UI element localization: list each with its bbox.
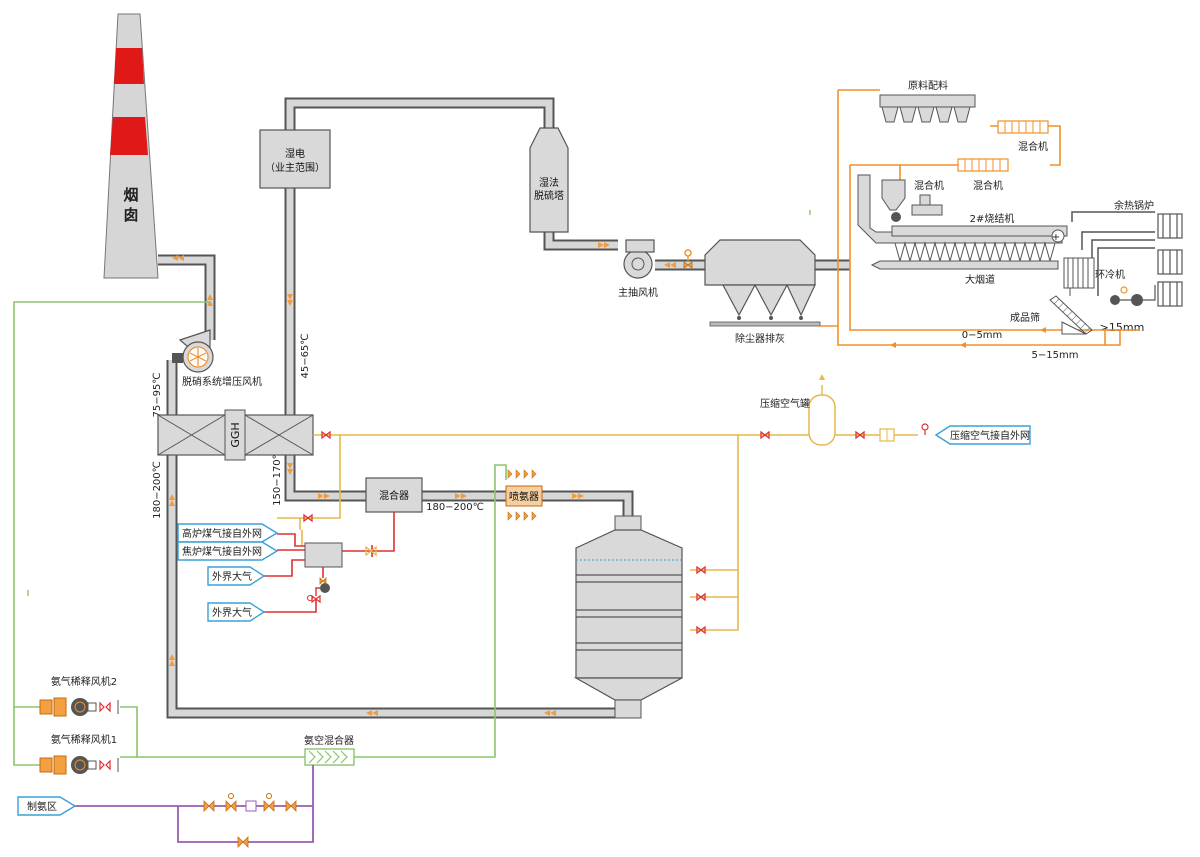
temp-150-170-label: 150−170℃ — [272, 448, 283, 506]
size-0-5-label: 0−5mm — [962, 330, 1003, 341]
ammonia-zone-label: 制氨区 — [27, 800, 57, 813]
wet-esp-scope-label: （业主范围） — [265, 161, 325, 174]
ammonia-injector: 喷氨器 — [505, 469, 543, 521]
compressed-air-valves — [303, 430, 865, 635]
main-fan-label: 主抽风机 — [618, 286, 658, 299]
mixer-label-3: 混合机 — [914, 179, 944, 192]
booster-fan: 脱硝系统增压风机 — [172, 329, 262, 388]
bf-gas-label: 高炉煤气接自外网 — [182, 527, 262, 540]
gas-burner-lines — [264, 512, 395, 613]
ammonia-supply-lines — [75, 765, 314, 848]
dilution-fan-1-label: 氨气稀释风机1 — [51, 733, 117, 746]
compressed-air-inlet-arrow: 压缩空气接自外网 — [934, 425, 1031, 445]
steam-valve-icon — [683, 249, 693, 269]
desulf-label-2: 脱硫塔 — [534, 189, 564, 202]
wet-esp-label: 湿电 — [285, 147, 305, 160]
electrostatic-dust-collector: 除尘器排灰 — [704, 239, 821, 345]
temp-75-95-label: 75−95℃ — [152, 372, 163, 417]
coke-gas-label: 焦炉煤气接自外网 — [182, 545, 262, 558]
waste-heat-boiler-label: 余热锅炉 — [1114, 199, 1154, 212]
dilution-fan-1: 氨气稀释风机1 — [39, 733, 119, 775]
compressed-air-lines — [277, 434, 918, 631]
duct-flow-arrows — [169, 242, 676, 716]
dust-discharge-label: 除尘器排灰 — [735, 332, 785, 345]
outside-air-1-label: 外界大气 — [212, 570, 252, 583]
mixer-label-2: 混合机 — [973, 179, 1003, 192]
ring-cooler-label: 环冷机 — [1095, 268, 1125, 281]
mixer-label-1: 混合机 — [1018, 140, 1048, 153]
ggh-heat-exchanger: GGH — [157, 409, 314, 461]
chimney: 烟囱 — [103, 13, 159, 279]
desulfurization-tower: 湿法 脱硫塔 — [529, 127, 569, 233]
temp-45-65-label: 45−65℃ — [300, 333, 311, 378]
size-gt15-label: >15mm — [1100, 321, 1145, 334]
sintering-area: 原料配料 混合机 混合机 混合机 + 2#烧结机 大烟道 — [809, 79, 1183, 361]
raw-batching-label: 原料配料 — [908, 79, 948, 92]
ammonia-dilution-lines — [13, 301, 507, 766]
main-fan: 主抽风机 — [618, 239, 658, 299]
wet-esp: 湿电 （业主范围） — [259, 129, 331, 189]
dilution-fan-2-label: 氨气稀释风机2 — [51, 675, 117, 688]
ggh-label: GGH — [229, 422, 242, 447]
compressed-air-tank-label: 压缩空气罐 — [760, 397, 810, 410]
compressed-air-tank: 压缩空气罐 — [760, 374, 836, 446]
temp-180-200-label: 180−200℃ — [426, 502, 484, 513]
product-screen-label: 成品筛 — [1010, 311, 1040, 324]
gas-mixer: 混合器 — [365, 477, 423, 513]
gas-mixer-label: 混合器 — [379, 489, 409, 502]
ammonia-injector-label: 喷氨器 — [509, 490, 539, 503]
booster-fan-label: 脱硝系统增压风机 — [182, 375, 262, 388]
chimney-label-1: 烟囱 — [123, 186, 138, 224]
desulf-label-1: 湿法 — [539, 176, 559, 189]
air-filter-icon — [879, 423, 929, 442]
outside-air-2-label: 外界大气 — [212, 606, 252, 619]
scr-reactor — [573, 515, 683, 719]
ammonia-zone-inlet-arrow: 制氨区 — [17, 796, 77, 816]
flue-gas-ducts — [158, 97, 850, 719]
main-flue-label: 大烟道 — [965, 273, 995, 286]
ammonia-air-mixer: 氨空混合器 — [304, 734, 355, 766]
dilution-fan-2: 氨气稀释风机2 — [39, 675, 119, 717]
temp-180-200-left-label: 180−200℃ — [152, 461, 163, 519]
sinter-plus-icon: + — [1052, 232, 1060, 243]
sinter-machine-label: 2#烧结机 — [970, 212, 1015, 225]
external-inlet-arrows: 高炉煤气接自外网 焦炉煤气接自外网 外界大气 外界大气 — [177, 523, 279, 622]
size-5-15-label: 5−15mm — [1032, 350, 1079, 361]
compressed-air-source-label: 压缩空气接自外网 — [950, 429, 1030, 442]
ammonia-air-mixer-label: 氨空混合器 — [304, 734, 354, 747]
